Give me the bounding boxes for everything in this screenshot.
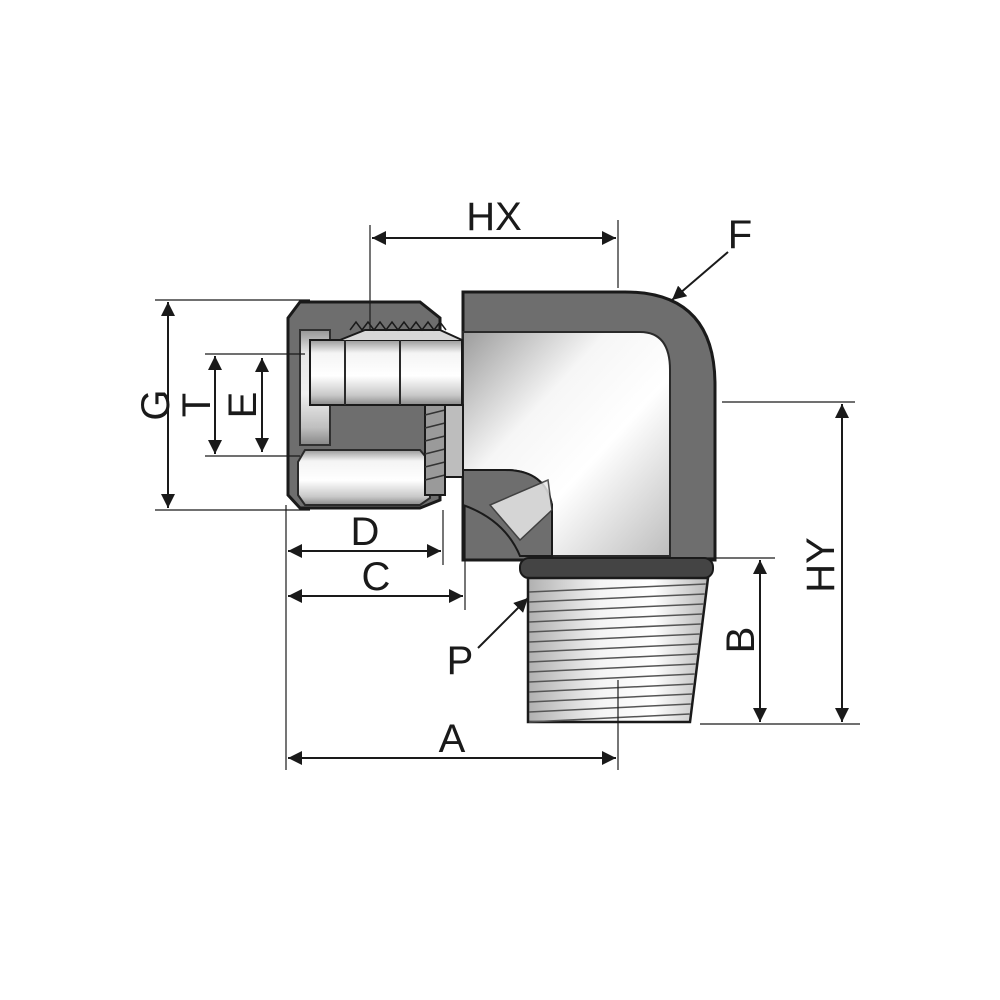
dimension-e: E [221,358,269,452]
dimension-hx: HX [372,195,616,245]
label-c: C [362,555,391,599]
label-hx: HX [466,195,522,239]
dimension-b: B [719,560,767,722]
label-e: E [221,392,265,419]
extension-lines [155,220,860,770]
dimension-a: A [288,717,616,765]
dimension-f: F [671,213,752,301]
sealing-ring [519,557,714,579]
label-d: D [351,510,380,554]
label-b: B [719,627,763,654]
tube-ferrule [309,320,464,478]
dimension-c: C [288,555,463,603]
label-g: G [134,389,178,420]
dimension-p: P [447,597,529,683]
label-t: T [175,393,219,417]
pipe-thread [526,576,710,724]
label-a: A [439,717,466,761]
dimension-hy: HY [799,404,849,722]
elbow-body [461,290,717,562]
label-hy: HY [799,537,843,593]
dimension-t: T [175,356,222,454]
label-f: F [728,213,752,257]
dimension-d: D [288,510,441,558]
dimension-g: G [134,302,178,508]
label-p: P [447,639,474,683]
